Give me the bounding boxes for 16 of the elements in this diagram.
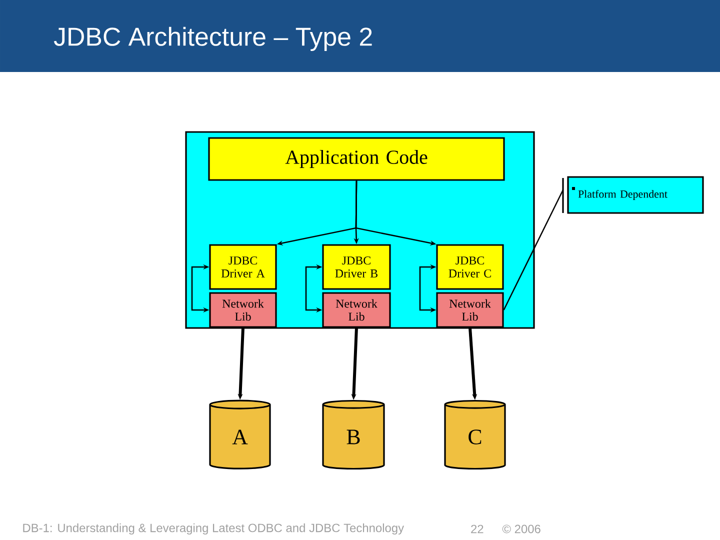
leader-line bbox=[503, 190, 564, 310]
process-box: JDBC Driver A bbox=[209, 244, 277, 290]
footer-text: DB-1: Understanding & Leveraging Latest ODBC and JDBC Technology bbox=[23, 523, 404, 535]
callout-box: Platform Dependent bbox=[567, 176, 704, 214]
footer-text: © 2006 bbox=[502, 524, 540, 534]
database-cylinder: B bbox=[322, 400, 385, 470]
process-box: Network Lib bbox=[209, 292, 277, 328]
process-box: JDBC Driver B bbox=[322, 244, 391, 290]
process-box: Application Code bbox=[208, 137, 505, 181]
footer-text: 22 bbox=[471, 524, 484, 534]
database-cylinder: A bbox=[209, 400, 271, 470]
process-box: JDBC Driver C bbox=[436, 244, 504, 290]
database-cylinder: C bbox=[444, 400, 506, 470]
diagram-title: JDBC Architecture – Type 2 bbox=[54, 26, 372, 52]
process-box: Network Lib bbox=[322, 292, 391, 328]
process-box: Network Lib bbox=[436, 292, 504, 328]
